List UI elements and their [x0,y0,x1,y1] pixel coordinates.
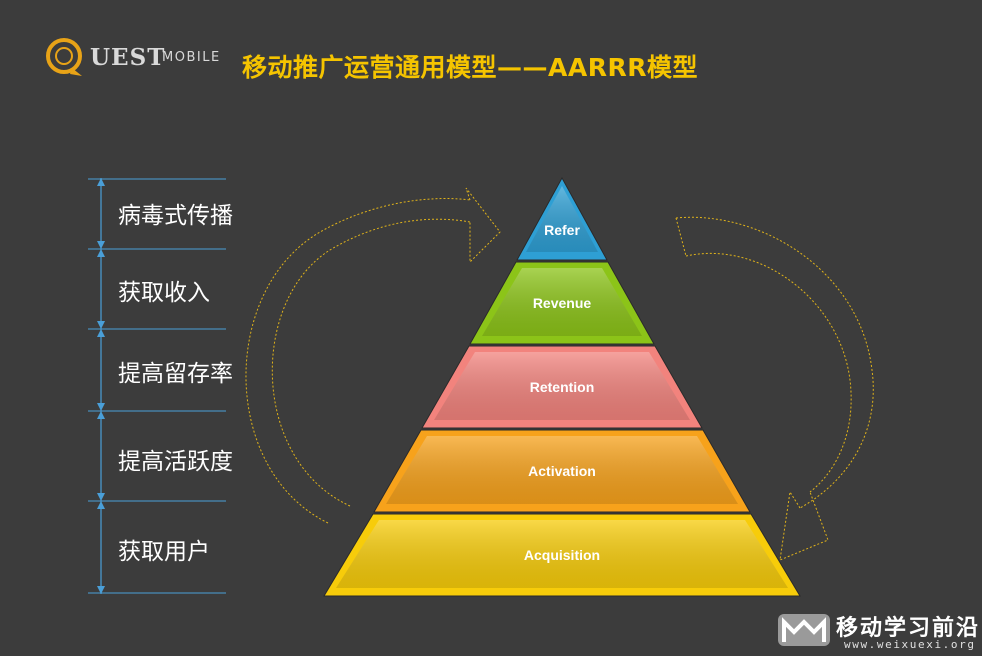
watermark-url: www.weixuexi.org [844,638,976,651]
tier-label-revenue: Revenue [533,295,592,311]
tier-label-activation: Activation [528,463,596,479]
stage-label-acquisition: 获取用户 [118,539,210,565]
stage-label-retention: 提高留存率 [118,361,233,387]
stage-label-revenue: 获取收入 [118,280,210,306]
stage-label-viral: 病毒式传播 [118,203,233,229]
left-cycle-arrow [245,187,501,524]
page-title: 移动推广运营通用模型——AARRR模型 [242,53,698,82]
pyramid-highlights [336,186,788,588]
tier-label-retention: Retention [530,379,595,395]
stage-label-activation: 提高活跃度 [118,449,233,475]
tier-label-refer: Refer [544,222,580,238]
right-cycle-arrow [675,216,874,561]
stage-axis [88,178,226,594]
watermark-title: 移动学习前沿 [836,616,981,641]
book-icon [778,614,830,646]
logo-ring-icon [46,38,82,76]
logo-text: UEST [90,44,166,71]
watermark: 移动学习前沿 www.weixuexi.org [776,604,982,656]
logo-subtext: MOBILE [162,50,221,65]
quest-mobile-logo: UEST MOBILE [42,36,232,76]
tier-label-acquisition: Acquisition [524,547,600,563]
